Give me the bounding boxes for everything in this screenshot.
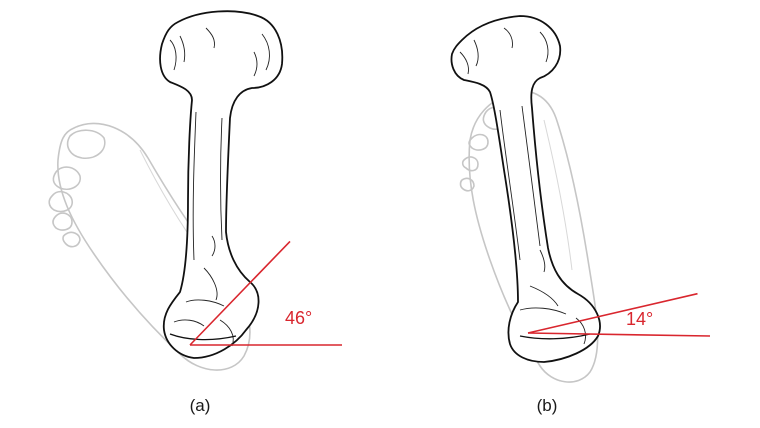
humerus-bone-b (450, 15, 601, 363)
angle-label-a: 46° (285, 308, 313, 328)
panel-b (450, 15, 711, 383)
humerus-bone-a (159, 10, 284, 359)
panel-a (48, 10, 342, 371)
foot-silhouette-a (48, 122, 251, 371)
angle-lines-b (527, 292, 711, 337)
angled-axis-line-a (189, 240, 291, 346)
angled-axis-line-b (527, 292, 698, 334)
angle-lines-a (189, 240, 342, 346)
angle-label-b: 14° (626, 309, 654, 329)
caption-b: (b) (536, 396, 558, 415)
caption-a: (a) (189, 396, 211, 415)
horizontal-reference-line-b (527, 332, 711, 337)
